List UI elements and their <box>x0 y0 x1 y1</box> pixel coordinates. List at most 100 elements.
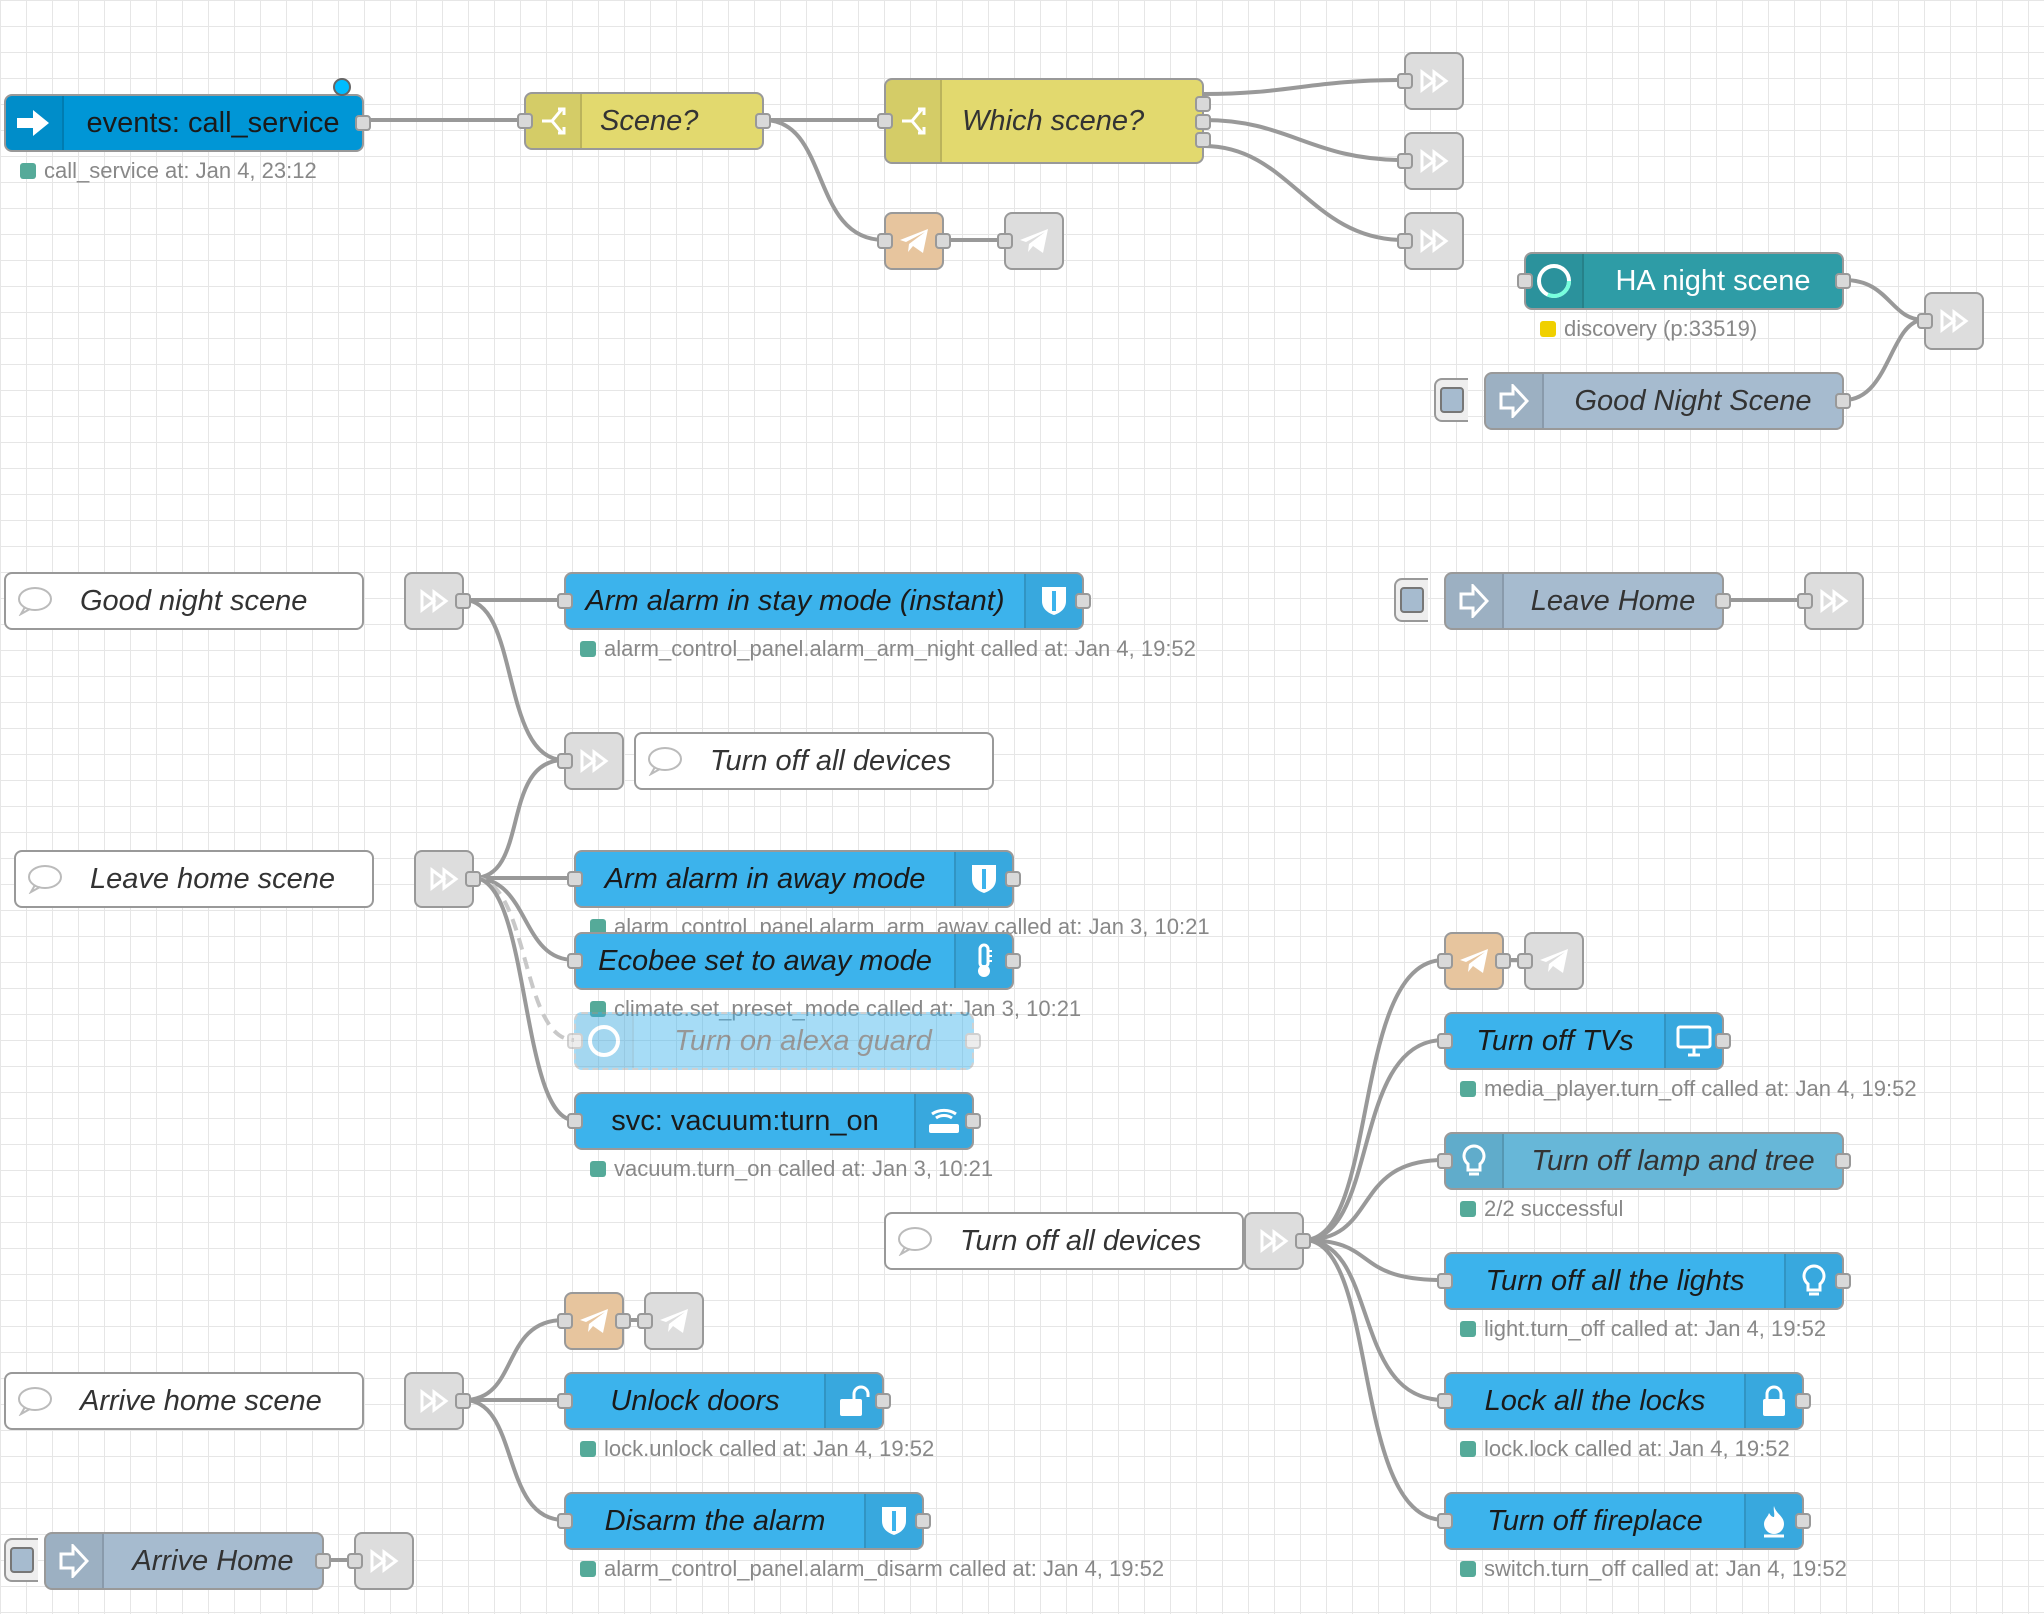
link-in-node[interactable] <box>1244 1212 1311 1270</box>
inject-button[interactable] <box>4 1538 38 1582</box>
output-port[interactable] <box>1835 273 1851 289</box>
input-port[interactable] <box>1517 273 1533 289</box>
output-port[interactable] <box>355 115 371 131</box>
output-port-3[interactable] <box>1195 132 1211 148</box>
telegram-sender-node[interactable] <box>637 1292 704 1350</box>
output-port[interactable] <box>455 593 471 609</box>
input-port[interactable] <box>877 233 893 249</box>
inject-button[interactable] <box>1434 378 1468 422</box>
input-port[interactable] <box>557 1313 573 1329</box>
output-port[interactable] <box>965 1113 981 1129</box>
input-port[interactable] <box>877 113 893 129</box>
link-out-node[interactable] <box>1397 52 1464 110</box>
arm-alarm-away-node[interactable]: Arm alarm in away mode <box>567 850 1021 908</box>
telegram-sender-node[interactable] <box>1517 932 1584 990</box>
link-in-node[interactable] <box>404 572 471 630</box>
comment-node[interactable]: Turn off all devices <box>884 1212 1244 1270</box>
comment-node[interactable]: Arrive home scene <box>4 1372 364 1430</box>
arrive-home-inject-node[interactable]: Arrive Home <box>44 1532 331 1590</box>
output-port[interactable] <box>1005 953 1021 969</box>
input-port[interactable] <box>347 1553 363 1569</box>
output-port[interactable] <box>1075 593 1091 609</box>
scene-switch-node[interactable]: Scene? <box>517 92 771 150</box>
input-port[interactable] <box>637 1313 653 1329</box>
turn-off-lights-node[interactable]: Turn off all the lights <box>1437 1252 1851 1310</box>
output-port[interactable] <box>1495 953 1511 969</box>
input-port[interactable] <box>567 1033 583 1049</box>
input-port[interactable] <box>567 953 583 969</box>
input-port[interactable] <box>1517 953 1533 969</box>
inject-button[interactable] <box>1394 578 1428 622</box>
turn-off-lamp-tree-node[interactable]: Turn off lamp and tree <box>1437 1132 1851 1190</box>
link-out-node[interactable] <box>1397 212 1464 270</box>
input-port[interactable] <box>1917 313 1933 329</box>
output-port[interactable] <box>755 113 771 129</box>
link-in-node[interactable] <box>404 1372 471 1430</box>
output-port[interactable] <box>1795 1513 1811 1529</box>
telegram-receiver-node[interactable] <box>877 212 951 270</box>
vacuum-turn-on-node[interactable]: svc: vacuum:turn_on <box>567 1092 981 1150</box>
output-port[interactable] <box>455 1393 471 1409</box>
input-port[interactable] <box>1437 1273 1453 1289</box>
lock-all-locks-node[interactable]: Lock all the locks <box>1437 1372 1811 1430</box>
comment-node[interactable]: Turn off all devices <box>634 732 994 790</box>
telegram-sender-node[interactable] <box>997 212 1064 270</box>
output-port[interactable] <box>615 1313 631 1329</box>
output-port[interactable] <box>1715 1033 1731 1049</box>
output-port[interactable] <box>965 1033 981 1049</box>
unlock-doors-node[interactable]: Unlock doors <box>557 1372 891 1430</box>
telegram-receiver-node[interactable] <box>1437 932 1511 990</box>
disarm-alarm-node[interactable]: Disarm the alarm <box>557 1492 931 1550</box>
input-port[interactable] <box>997 233 1013 249</box>
link-out-node[interactable] <box>1797 572 1864 630</box>
which-scene-switch-node[interactable]: Which scene? <box>877 78 1211 164</box>
input-port[interactable] <box>567 871 583 887</box>
turn-off-fireplace-node[interactable]: Turn off fireplace <box>1437 1492 1811 1550</box>
link-out-node[interactable] <box>347 1532 414 1590</box>
input-port[interactable] <box>557 1513 573 1529</box>
output-port[interactable] <box>465 871 481 887</box>
output-port[interactable] <box>315 1553 331 1569</box>
link-out-node[interactable] <box>557 732 624 790</box>
input-port[interactable] <box>557 753 573 769</box>
input-port[interactable] <box>1397 233 1413 249</box>
output-port-1[interactable] <box>1195 96 1211 112</box>
output-port-2[interactable] <box>1195 114 1211 130</box>
ha-night-scene-node[interactable]: HA night scene <box>1517 252 1851 310</box>
turn-off-tvs-node[interactable]: Turn off TVs <box>1437 1012 1731 1070</box>
input-port[interactable] <box>1437 953 1453 969</box>
input-port[interactable] <box>1437 1033 1453 1049</box>
leave-home-inject-node[interactable]: Leave Home <box>1444 572 1731 630</box>
output-port[interactable] <box>1835 1273 1851 1289</box>
output-port[interactable] <box>1795 1393 1811 1409</box>
input-port[interactable] <box>1397 73 1413 89</box>
link-out-node[interactable] <box>1917 292 1984 350</box>
output-port[interactable] <box>1005 871 1021 887</box>
output-port[interactable] <box>915 1513 931 1529</box>
input-port[interactable] <box>517 113 533 129</box>
output-port[interactable] <box>1835 1153 1851 1169</box>
link-in-node[interactable] <box>414 850 481 908</box>
output-port[interactable] <box>1835 393 1851 409</box>
arm-alarm-stay-node[interactable]: Arm alarm in stay mode (instant) <box>557 572 1091 630</box>
input-port[interactable] <box>557 593 573 609</box>
input-port[interactable] <box>1437 1153 1453 1169</box>
ecobee-away-node[interactable]: Ecobee set to away mode <box>567 932 1021 990</box>
input-port[interactable] <box>1437 1513 1453 1529</box>
input-port[interactable] <box>1437 1393 1453 1409</box>
output-port[interactable] <box>875 1393 891 1409</box>
output-port[interactable] <box>1715 593 1731 609</box>
link-out-node[interactable] <box>1397 132 1464 190</box>
comment-node[interactable]: Good night scene <box>4 572 364 630</box>
input-port[interactable] <box>1797 593 1813 609</box>
input-port[interactable] <box>557 1393 573 1409</box>
telegram-receiver-node[interactable] <box>557 1292 631 1350</box>
output-port[interactable] <box>935 233 951 249</box>
events-call-service-node[interactable]: events: call_service <box>4 94 371 152</box>
alexa-guard-node[interactable]: Turn on alexa guard <box>567 1012 981 1070</box>
input-port[interactable] <box>1397 153 1413 169</box>
good-night-scene-inject-node[interactable]: Good Night Scene <box>1484 372 1851 430</box>
output-port[interactable] <box>1295 1233 1311 1249</box>
comment-node[interactable]: Leave home scene <box>14 850 374 908</box>
input-port[interactable] <box>567 1113 583 1129</box>
